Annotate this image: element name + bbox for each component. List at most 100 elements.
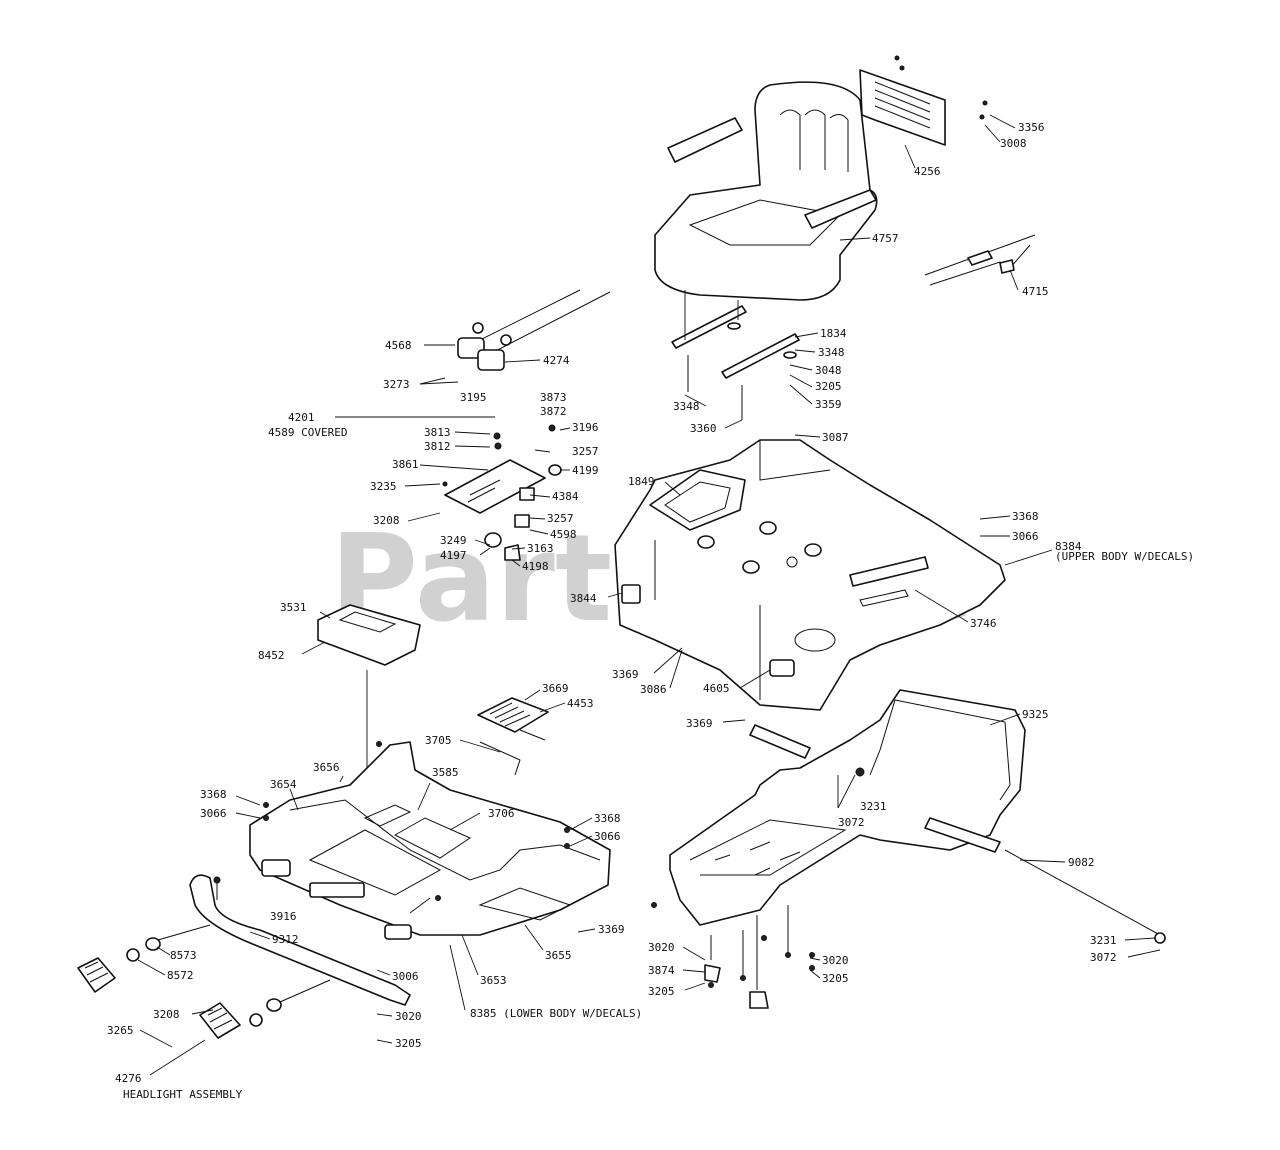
label-4276: 4276 bbox=[115, 1072, 142, 1085]
label-3205-c: 3205 bbox=[822, 972, 849, 985]
label-3205-d: 3205 bbox=[395, 1037, 422, 1050]
label-8572: 8572 bbox=[167, 969, 194, 982]
label-3861: 3861 bbox=[392, 458, 419, 471]
label-3369-c: 3369 bbox=[598, 923, 625, 936]
label-3705: 3705 bbox=[425, 734, 452, 747]
frame-9325[interactable] bbox=[669, 689, 1166, 944]
label-3086: 3086 bbox=[640, 683, 667, 696]
label-4568: 4568 bbox=[385, 339, 412, 352]
label-8384: 8384 bbox=[1055, 540, 1082, 553]
label-8573: 8573 bbox=[170, 949, 197, 962]
headlight-assembly-left[interactable] bbox=[77, 924, 211, 993]
label-4198: 4198 bbox=[522, 560, 549, 573]
label-3844: 3844 bbox=[570, 592, 597, 605]
lower-body[interactable] bbox=[249, 741, 611, 940]
label-3368-c: 3368 bbox=[594, 812, 621, 825]
label-3235: 3235 bbox=[370, 480, 397, 493]
label-3231-b: 3231 bbox=[1090, 934, 1117, 947]
label-3020-a: 3020 bbox=[648, 941, 675, 954]
label-3531: 3531 bbox=[280, 601, 307, 614]
label-8452: 8452 bbox=[258, 649, 285, 662]
label-headlight-assembly: HEADLIGHT ASSEMBLY bbox=[123, 1088, 243, 1101]
front-bumper[interactable] bbox=[189, 874, 411, 1006]
label-3812: 3812 bbox=[424, 440, 451, 453]
frame-hardware[interactable] bbox=[651, 767, 865, 1009]
label-3348-b: 3348 bbox=[673, 400, 700, 413]
label-3048: 3048 bbox=[815, 364, 842, 377]
label-3008: 3008 bbox=[1000, 137, 1027, 150]
upper-body[interactable] bbox=[614, 439, 1006, 711]
label-3072-b: 3072 bbox=[1090, 951, 1117, 964]
label-3066-a: 3066 bbox=[1012, 530, 1039, 543]
label-3020-c: 3020 bbox=[395, 1010, 422, 1023]
label-3368-a: 3368 bbox=[1012, 510, 1039, 523]
label-3249: 3249 bbox=[440, 534, 467, 547]
label-1834: 1834 bbox=[820, 327, 847, 340]
label-3872: 3872 bbox=[540, 405, 567, 418]
seat-rails[interactable] bbox=[671, 290, 800, 420]
label-3669: 3669 bbox=[542, 682, 569, 695]
label-4274: 4274 bbox=[543, 354, 570, 367]
label-4598: 4598 bbox=[550, 528, 577, 541]
label-4199: 4199 bbox=[572, 464, 599, 477]
label-3072-a: 3072 bbox=[838, 816, 865, 829]
label-3006: 3006 bbox=[392, 970, 419, 983]
label-9082: 9082 bbox=[1068, 856, 1095, 869]
label-3369-a: 3369 bbox=[612, 668, 639, 681]
label-3196: 3196 bbox=[572, 421, 599, 434]
label-4197: 4197 bbox=[440, 549, 467, 562]
label-4453: 4453 bbox=[567, 697, 594, 710]
label-3273: 3273 bbox=[383, 378, 410, 391]
label-3359: 3359 bbox=[815, 398, 842, 411]
label-3706: 3706 bbox=[488, 807, 515, 820]
label-3205-b: 3205 bbox=[648, 985, 675, 998]
label-4715: 4715 bbox=[1022, 285, 1049, 298]
leader-lines bbox=[137, 114, 1161, 1076]
label-3746: 3746 bbox=[970, 617, 997, 630]
label-3208-b: 3208 bbox=[153, 1008, 180, 1021]
label-3813: 3813 bbox=[424, 426, 451, 439]
label-3265: 3265 bbox=[107, 1024, 134, 1037]
label-3653: 3653 bbox=[480, 974, 507, 987]
throttle-controls[interactable] bbox=[457, 289, 611, 371]
label-3368-b: 3368 bbox=[200, 788, 227, 801]
label-3066-b: 3066 bbox=[200, 807, 227, 820]
label-3585: 3585 bbox=[432, 766, 459, 779]
label-3356: 3356 bbox=[1018, 121, 1045, 134]
part-labels: 3356 3008 4256 4757 4715 1834 3348 3048 … bbox=[107, 121, 1194, 1101]
label-3348-a: 3348 bbox=[818, 346, 845, 359]
label-4757: 4757 bbox=[872, 232, 899, 245]
label-3873: 3873 bbox=[540, 391, 567, 404]
label-4256: 4256 bbox=[914, 165, 941, 178]
label-4384: 4384 bbox=[552, 490, 579, 503]
seat-part[interactable] bbox=[654, 81, 878, 301]
foot-pedal[interactable] bbox=[477, 697, 549, 776]
label-4605: 4605 bbox=[703, 682, 730, 695]
label-9312: 9312 bbox=[272, 933, 299, 946]
label-3369-b: 3369 bbox=[686, 717, 713, 730]
seat-belt-4715[interactable] bbox=[924, 234, 1036, 286]
label-3205-a: 3205 bbox=[815, 380, 842, 393]
label-3020-b: 3020 bbox=[822, 954, 849, 967]
label-3195: 3195 bbox=[460, 391, 487, 404]
seat-bracket-4256[interactable] bbox=[859, 55, 988, 146]
label-8385: 8385 (LOWER BODY W/DECALS) bbox=[470, 1007, 642, 1020]
headlight-assembly-right[interactable] bbox=[199, 979, 331, 1039]
label-3654: 3654 bbox=[270, 778, 297, 791]
label-3874: 3874 bbox=[648, 964, 675, 977]
label-4201: 4201 bbox=[288, 411, 315, 424]
label-3066-c: 3066 bbox=[594, 830, 621, 843]
label-3257-b: 3257 bbox=[547, 512, 574, 525]
label-3087: 3087 bbox=[822, 431, 849, 444]
label-3655: 3655 bbox=[545, 949, 572, 962]
label-4589: 4589 COVERED bbox=[268, 426, 347, 439]
label-3916: 3916 bbox=[270, 910, 297, 923]
label-9325: 9325 bbox=[1022, 708, 1049, 721]
label-3163: 3163 bbox=[527, 542, 554, 555]
label-3208-a: 3208 bbox=[373, 514, 400, 527]
label-1849: 1849 bbox=[628, 475, 655, 488]
label-3360: 3360 bbox=[690, 422, 717, 435]
label-3257-a: 3257 bbox=[572, 445, 599, 458]
label-3231-a: 3231 bbox=[860, 800, 887, 813]
